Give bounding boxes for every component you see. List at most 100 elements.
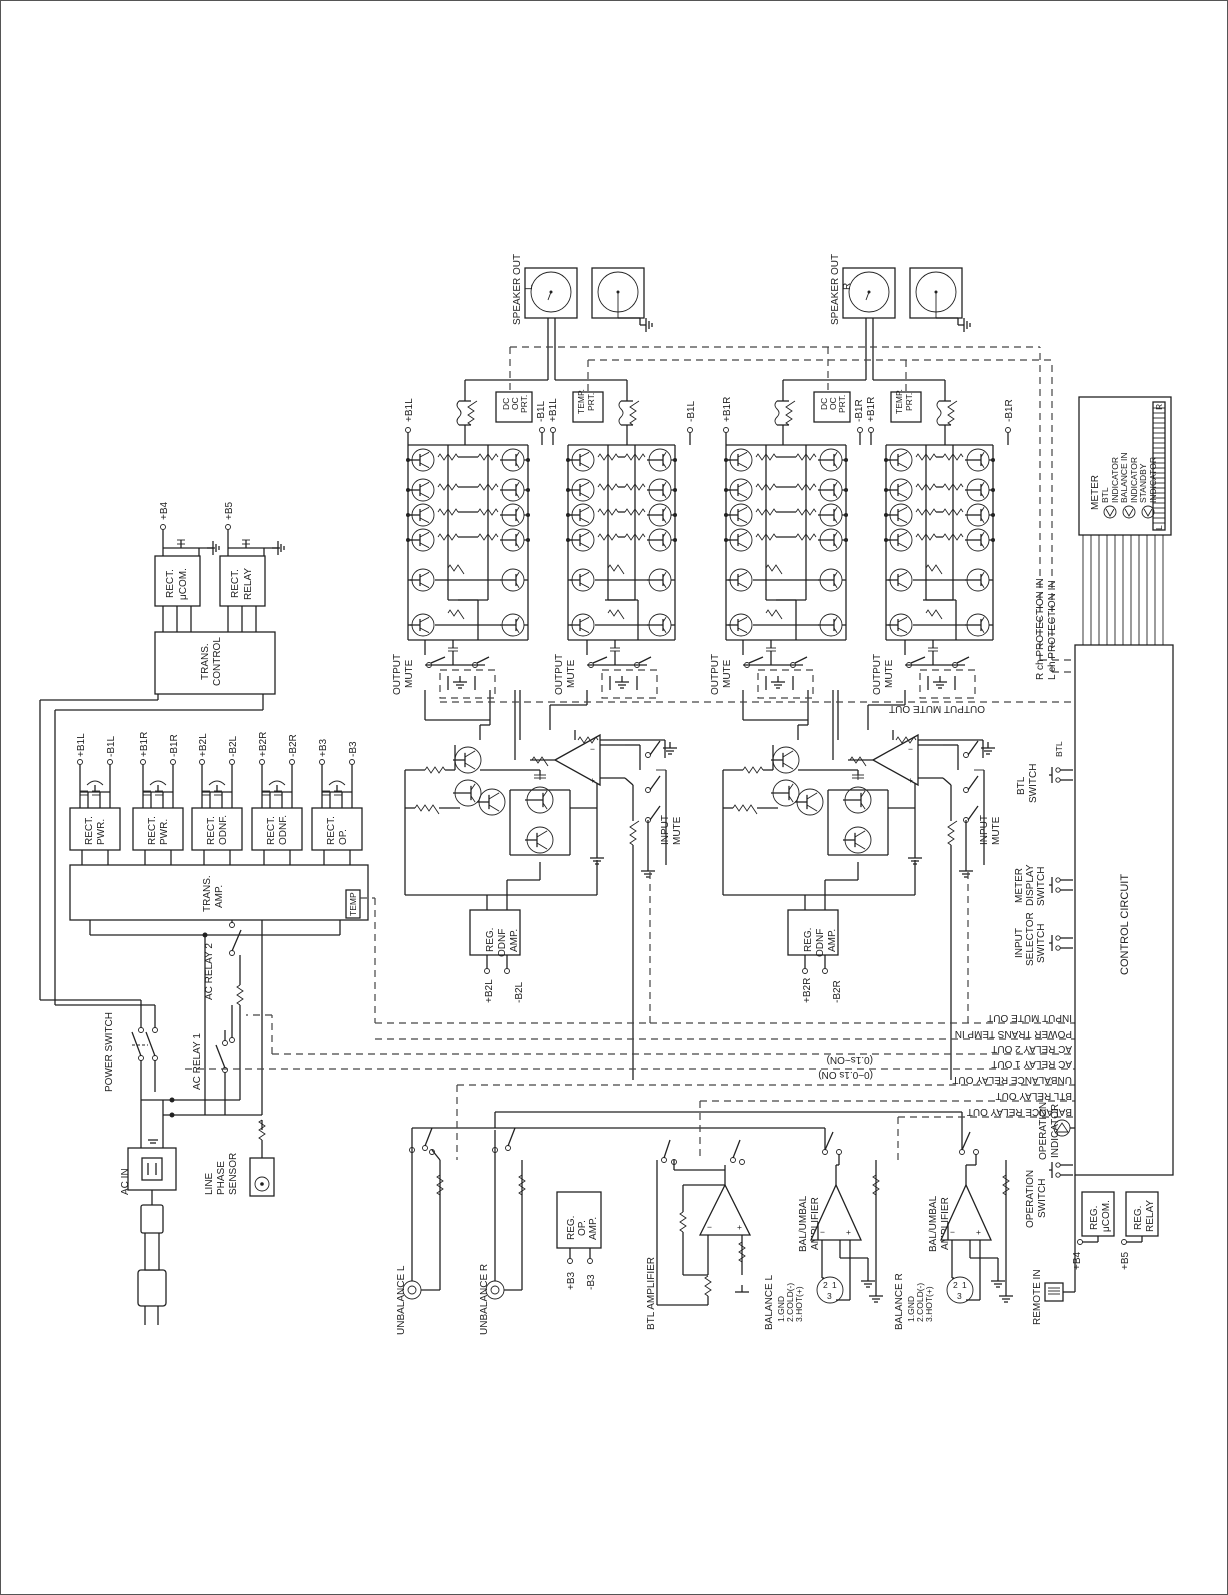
svg-text:−: − <box>590 744 595 754</box>
xlr-pin-label: 2.COLD(-) <box>785 1283 795 1322</box>
trans-control-box <box>154 631 276 695</box>
meter-scale-l: L <box>1154 525 1164 530</box>
output-mute-l2-1: OUTPUT <box>554 654 565 695</box>
bal-unbal-label: BAL/UMBAL <box>798 1195 809 1252</box>
push-switch <box>1049 935 1073 951</box>
ac-in-label: AC IN <box>120 1168 131 1195</box>
xlr-pin-label: 3.HOT(+) <box>924 1286 934 1322</box>
transistor <box>818 528 843 552</box>
reg-relay-box <box>1125 1191 1159 1237</box>
resistor <box>1002 1174 1010 1196</box>
output-mute-out-label: OUTPUT MUTE OUT <box>889 703 985 714</box>
transistor <box>453 746 482 774</box>
operation-indicator-label-2: INDICATOR <box>1050 1104 1061 1158</box>
amp-channel-r: −+ <box>722 267 1011 1080</box>
speaker-out-r-1: SPEAKER OUT <box>830 254 841 325</box>
transistor <box>647 613 672 637</box>
control-circuit-box <box>1074 644 1174 1176</box>
transistor <box>410 503 435 527</box>
ground-symbol <box>981 742 995 755</box>
resistor <box>607 609 625 620</box>
input-selector-label-1: INPUT <box>1014 928 1025 958</box>
signal-line-label: BTL RELAY OUT <box>995 1090 1072 1101</box>
transistor <box>500 568 525 592</box>
rail-r-1: +B1R <box>722 397 733 422</box>
meter-display-label-3: SWITCH <box>1036 867 1047 906</box>
resistor <box>742 766 764 774</box>
resistor <box>467 400 478 426</box>
trans-amp-label-1: TRANS. <box>202 875 213 912</box>
indicator-led <box>1122 505 1136 519</box>
control-switch-group <box>1049 767 1075 1178</box>
input-mute-l-1: INPUT <box>660 815 671 845</box>
ground-symbol <box>999 1290 1013 1303</box>
temp-tag-box <box>345 889 361 919</box>
resistor <box>947 820 958 846</box>
resistor <box>925 564 943 575</box>
reg-ucom-label-1: REG. <box>1089 1206 1100 1230</box>
svg-text:+: + <box>737 1222 742 1232</box>
svg-text:2: 2 <box>823 1280 828 1290</box>
resistor <box>629 820 640 846</box>
ground-symbol <box>615 676 629 689</box>
xlr-pin-label: 2.COLD(-) <box>915 1283 925 1322</box>
reg-relay-rail: +B5 <box>1120 1251 1131 1270</box>
transistor <box>525 786 554 814</box>
reg-odnf-r-minus: -B2R <box>832 980 843 1003</box>
transistor <box>728 448 753 472</box>
svg-text:−: − <box>950 1227 955 1237</box>
svg-text:1: 1 <box>962 1280 967 1290</box>
input-mute-r-1: INPUT <box>979 815 990 845</box>
dc-prt-r-2: OC <box>828 397 838 410</box>
reg-ucom-label-2: μCOM. <box>1101 1200 1112 1232</box>
reg-op-amp-plus: +B3 <box>566 1271 577 1290</box>
resistor <box>925 609 943 620</box>
transistor <box>647 528 672 552</box>
transistor <box>410 478 435 502</box>
dc-prt-r-1: DC <box>819 398 829 410</box>
transistor <box>818 478 843 502</box>
speaker-out-r-2: R <box>842 283 853 290</box>
unbalance-l-label: UNBALANCE L <box>396 1265 407 1335</box>
transistor <box>570 478 595 502</box>
power-switch <box>131 1000 158 1100</box>
transistor <box>570 568 595 592</box>
indicator-led <box>1141 505 1155 519</box>
indicator-led <box>1103 505 1117 519</box>
rectifier-block: RECT.OP.+B3-B3 <box>311 738 363 865</box>
transistor <box>410 568 435 592</box>
transistor <box>728 478 753 502</box>
line-phase-label-2: PHASE <box>216 1161 227 1195</box>
rectifier-label: RECT. <box>266 816 277 845</box>
transistor <box>477 788 506 816</box>
btl-switch-label-1: BTL <box>1016 776 1027 795</box>
push-switch <box>1049 1162 1073 1178</box>
ground-symbol <box>328 780 346 792</box>
transistor <box>500 503 525 527</box>
transistor <box>728 568 753 592</box>
svg-text:3: 3 <box>957 1291 962 1301</box>
rail-label: +B3 <box>318 738 329 757</box>
btl-switch-tag: BTL <box>1054 741 1064 757</box>
dc-prt-r-3: PRT. <box>837 395 847 413</box>
ac-relay-1 <box>215 1005 235 1115</box>
rectifier-label: RECT. <box>206 816 217 845</box>
reg-relay-label-1: REG. <box>1133 1206 1144 1230</box>
output-mute-l-2: MUTE <box>404 659 415 688</box>
rectifier-group: RECT.PWR.+B1L-B1LRECT.PWR.+B1R-B1RRECT.O… <box>69 732 363 865</box>
meter-display-label-1: METER <box>1014 868 1025 903</box>
aux-rectifier-label: μCOM. <box>178 568 189 600</box>
meter-label: METER <box>1090 475 1101 510</box>
dc-prt-l-2: OC <box>510 397 520 410</box>
rectifier-label: ODNF. <box>278 815 289 845</box>
input-selector-label-3: SWITCH <box>1036 924 1047 963</box>
transistor <box>818 568 843 592</box>
transistor <box>818 448 843 472</box>
transistor <box>795 788 824 816</box>
reg-odnf-l-1: REG. <box>485 928 496 952</box>
rail-label: +B1L <box>76 733 87 757</box>
relay-timing-2: (0.1s~ON) <box>827 1054 873 1065</box>
rail-label: +B5 <box>224 501 235 520</box>
